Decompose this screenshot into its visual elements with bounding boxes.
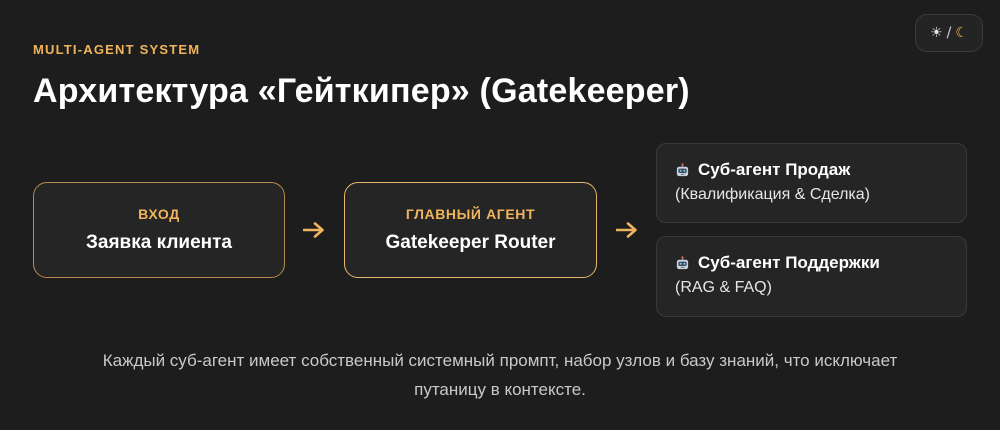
router-node-name: Gatekeeper Router <box>385 232 556 253</box>
sun-icon: ☀ <box>930 25 943 41</box>
sub-agent-description: (RAG & FAQ) <box>675 279 772 296</box>
toggle-separator: / <box>946 25 952 41</box>
input-node-label: ВХОД <box>138 206 180 222</box>
sub-agent-description: (Квалификация & Сделка) <box>675 186 870 203</box>
footer-note: Каждый суб-агент имеет собственный систе… <box>33 346 967 404</box>
robot-icon <box>676 255 689 269</box>
sub-agent-title: Суб-агент Продаж <box>698 160 851 179</box>
input-node: ВХОД Заявка клиента <box>33 182 285 278</box>
footer-line: Каждый суб-агент имеет собственный систе… <box>102 351 898 370</box>
router-node: ГЛАВНЫЙ АГЕНТ Gatekeeper Router <box>344 182 597 278</box>
moon-icon: ☾ <box>955 25 968 41</box>
robot-icon <box>676 162 689 176</box>
page-title: Архитектура «Гейткипер» (Gatekeeper) <box>33 72 690 110</box>
sub-agent-support-card: Суб-агент Поддержки (RAG & FAQ) <box>656 236 967 317</box>
theme-toggle-button[interactable]: ☀ / ☾ <box>915 14 983 52</box>
sub-agent-title: Суб-агент Поддержки <box>698 253 880 272</box>
input-node-name: Заявка клиента <box>86 232 232 253</box>
sub-agent-sales-card: Суб-агент Продаж (Квалификация & Сделка) <box>656 143 967 223</box>
footer-line: путаницу в контексте. <box>414 380 586 399</box>
router-node-label: ГЛАВНЫЙ АГЕНТ <box>405 206 536 222</box>
arrow-right-icon <box>616 222 637 238</box>
arrow-right-icon <box>303 222 324 238</box>
eyebrow-label: MULTI-AGENT SYSTEM <box>33 42 201 57</box>
